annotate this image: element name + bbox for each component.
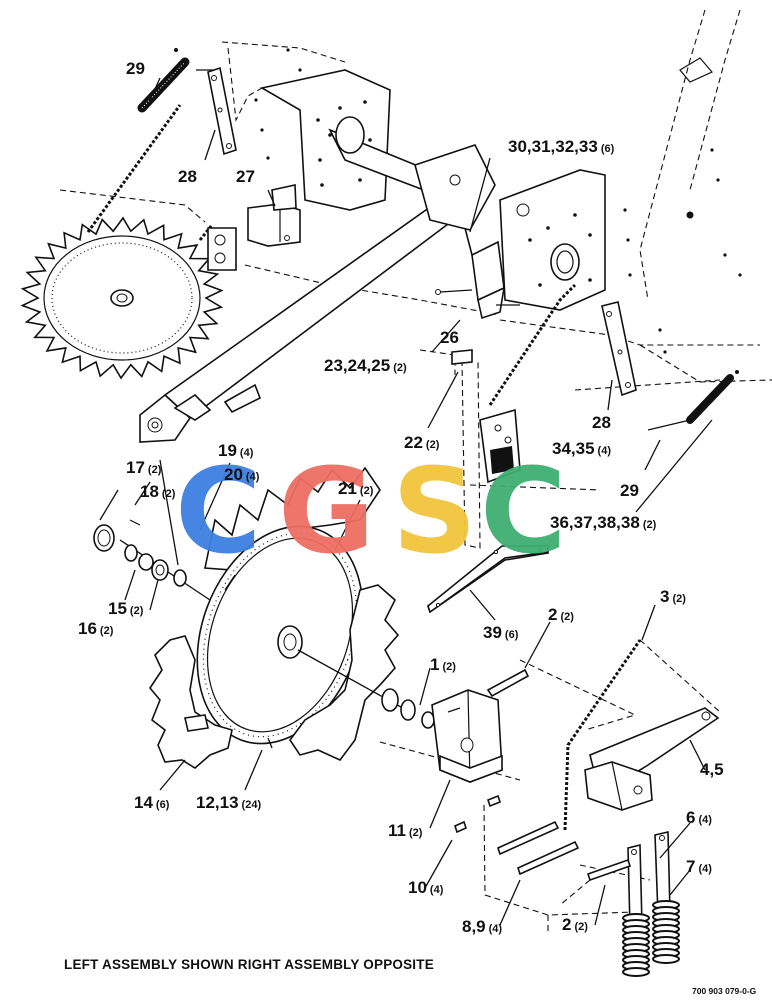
center-chain [488,283,577,406]
watermark-letter-4: C [480,442,567,580]
callout-2-bottom: 2(2) [562,915,588,934]
rotor-disc [196,525,364,745]
assembly-note: LEFT ASSEMBLY SHOWN RIGHT ASSEMBLY OPPOS… [64,957,434,972]
callout-29-right: 29 [620,481,639,500]
leader-lines [99,77,713,926]
right-frame-plate [499,57,742,354]
callout-18: 18(2) [140,482,176,501]
center-tensioner [435,227,521,484]
callout-12-13: 12,13(24) [196,793,261,812]
callout-labels: 29 28 27 30,31,32,33(6) 26 23,24,25(2) 2… [78,59,724,936]
callout-22: 22(2) [404,433,440,452]
drawing-number: 700 903 079-0-G [692,986,757,996]
lower-tooth-segment [149,635,233,769]
callout-7: 7(4) [686,857,712,876]
upper-chain [86,104,182,233]
callout-8-9: 8,9(4) [462,917,502,936]
short-pin [454,820,467,834]
callout-28-right: 28 [592,413,611,432]
right-tooth-segment [289,584,400,761]
callout-36-38: 36,37,38,38(2) [550,513,657,532]
callout-6: 6(4) [686,808,712,827]
callout-29-top: 29 [126,59,145,78]
callout-19: 19(4) [218,441,254,460]
sensor-bracket [207,184,301,271]
callout-20: 20(4) [224,465,260,484]
scraper-plate [427,545,550,614]
lower-chain [563,639,642,831]
callout-30-33: 30,31,32,33(6) [508,137,615,156]
right-spring-hook [647,419,691,431]
callout-1: 1(2) [430,655,456,674]
callout-15: 15(2) [108,599,144,618]
callout-4-5: 4,5 [700,760,724,779]
long-bolts [497,820,580,876]
callout-28-top: 28 [178,167,197,186]
callout-27: 27 [236,167,255,186]
compression-springs [622,900,680,977]
callout-10: 10(4) [408,878,444,897]
spring-coil [622,967,650,977]
upper-pin [486,668,530,698]
watermark: C G S C [175,442,567,580]
callout-23-25: 23,24,25(2) [324,356,407,375]
upper-spring [137,57,190,113]
right-idler-bracket [601,301,637,397]
callout-26: 26 [440,328,459,347]
drive-tube [139,116,496,443]
callout-21: 21(2) [338,479,374,498]
callout-14: 14(6) [134,793,170,812]
callout-17: 17(2) [126,458,162,477]
right-spring [686,370,739,424]
upper-sprocket-wheel [20,216,224,380]
spring-coil [652,954,680,964]
watermark-letter-3: S [392,442,477,580]
tension-arm [584,707,720,811]
upper-frame-plate [254,48,391,211]
callout-39: 39(6) [483,623,519,642]
watermark-letter-1: C [175,442,262,580]
callout-34-35: 34,35(4) [552,439,611,458]
callout-2-top: 2(2) [548,605,574,624]
callout-11: 11(2) [388,821,423,840]
bearing-housing [431,689,503,783]
hub-hardware [93,519,435,729]
segment-bolt [267,737,273,749]
upper-idler-bracket [174,48,237,156]
callout-3: 3(2) [660,587,686,606]
callout-16: 16(2) [78,619,114,638]
watermark-letter-2: G [278,442,375,580]
